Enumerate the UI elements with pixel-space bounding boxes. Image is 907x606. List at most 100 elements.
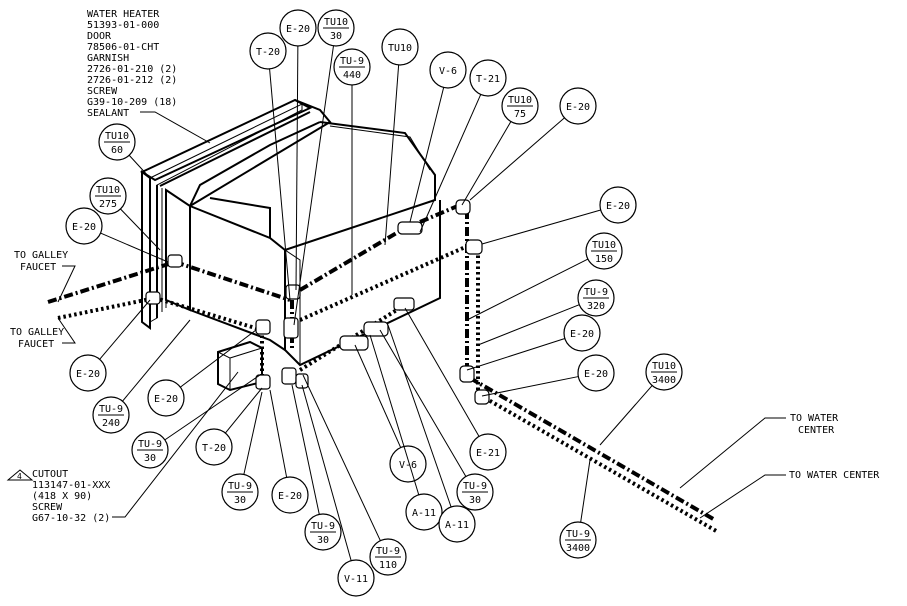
note-line: G39-10-209 (18) [87,97,177,108]
callout-balloon: E-20 [481,354,615,397]
callout-leader [180,329,257,388]
callout-leader [224,387,263,434]
callout-text: TU-9 [311,521,335,532]
callout-circle [405,493,443,531]
callout-leader [461,121,512,206]
tee-fitting [393,297,415,311]
note-line: GARNISH [87,53,129,64]
callout-balloon: E-20 [69,299,151,392]
callout-leader [164,374,261,441]
callout-balloon: E-20 [65,207,169,263]
callout-circle [195,428,233,466]
callout-balloon: V-6 [409,51,467,223]
callout-text: 150 [595,254,613,265]
callout-text: TU-9 [566,529,590,540]
pipe-mid-diag [299,243,471,322]
callout-text: TU10 [388,43,412,54]
door-frame-inner [149,103,303,323]
callout-text: 110 [379,560,397,571]
callout-text: E-20 [570,329,594,340]
callout-balloon: T-21 [419,59,507,233]
revision-flag-icon [6,469,34,481]
callout-leader [409,87,445,223]
callout-circle [249,32,287,70]
water-center-leader [699,474,786,519]
revision-flag-number: 4 [17,472,22,481]
callout-leader [466,338,566,371]
pipes [47,203,719,534]
callout-text: TU10 [105,131,129,142]
callout-circle [389,445,427,483]
callout-leader [404,307,480,437]
note-line: WATER HEATER [87,9,160,20]
body-bottom-edge [189,309,286,351]
callout-circle [279,9,317,47]
callout-layer: TU1060TU10275E-20E-20TU-9240E-20TU-930T-… [65,9,683,597]
callout-leader [301,384,352,561]
callout-text: 440 [343,70,361,81]
callout-leader [469,117,565,201]
galley-faucet-leader [57,265,76,303]
pipe-lower-left [154,296,263,332]
cutout-note: 4 CUTOUT 113147-01-XXX (418 X 90) SCREW … [6,371,239,524]
callout-text: E-21 [476,448,500,459]
cutout-leader [112,371,239,518]
callout-leader [120,208,161,251]
pipe-upper-diag [298,226,407,292]
callout-text: TU10 [652,361,676,372]
callout-circle [559,87,597,125]
note-line: SCREW [87,86,118,97]
galley-faucet-label-line: FAUCET [18,339,54,350]
note-line: 2726-01-212 (2) [87,75,177,86]
callout-balloon: E-20 [147,329,257,417]
body-mid-edge [189,205,271,239]
callout-leader [99,299,151,360]
callout-circle [65,207,103,245]
cutout-box-edges [217,347,263,390]
adapter-fitting [339,335,369,351]
callout-balloon: E-20 [466,314,601,371]
callout-text: TU10 [96,185,120,196]
callout-leader [419,94,482,233]
callout-circle [599,186,637,224]
callout-leader [384,64,400,246]
callout-balloon: TU10 [381,28,419,246]
body-top-left [189,99,332,207]
note-line: 51393-01-000 [87,20,159,31]
callout-leader [269,389,288,478]
callout-text: V-6 [399,460,417,471]
elbow-fitting [255,319,271,335]
callout-text: 275 [99,199,117,210]
galley-faucet-label-line: FAUCET [20,262,56,273]
body-top-inner [329,125,431,171]
note-line: SEALANT [87,108,129,119]
elbow-fitting [459,365,475,383]
callout-leader [291,384,320,515]
galley-faucet-leader [57,317,76,344]
pipe-water-center-1 [468,376,717,522]
adapter-fitting [363,321,389,337]
callout-circle [69,354,107,392]
callout-leader [481,209,601,245]
callout-balloon: TU-930 [131,374,261,469]
valve-fitting [295,373,309,389]
callout-balloon: A-11 [369,334,443,531]
callout-text: T-20 [202,443,226,454]
cutout-note-line: CUTOUT [32,469,68,480]
callout-text: A-11 [445,520,469,531]
callout-circle [563,314,601,352]
callout-circle [438,505,476,543]
callout-balloon: TU-930 [221,391,263,511]
cutout-note-line: (418 X 90) [32,491,92,502]
callout-circle [577,354,615,392]
body-bevel [209,197,271,238]
cutout-note-line: G67-10-32 (2) [32,513,110,524]
valve-fitting [397,221,423,235]
callout-text: 30 [317,535,329,546]
galley-faucet-label-line: TO GALLEY [10,327,64,338]
callout-text: TU-9 [584,287,608,298]
callout-leader [100,232,169,263]
